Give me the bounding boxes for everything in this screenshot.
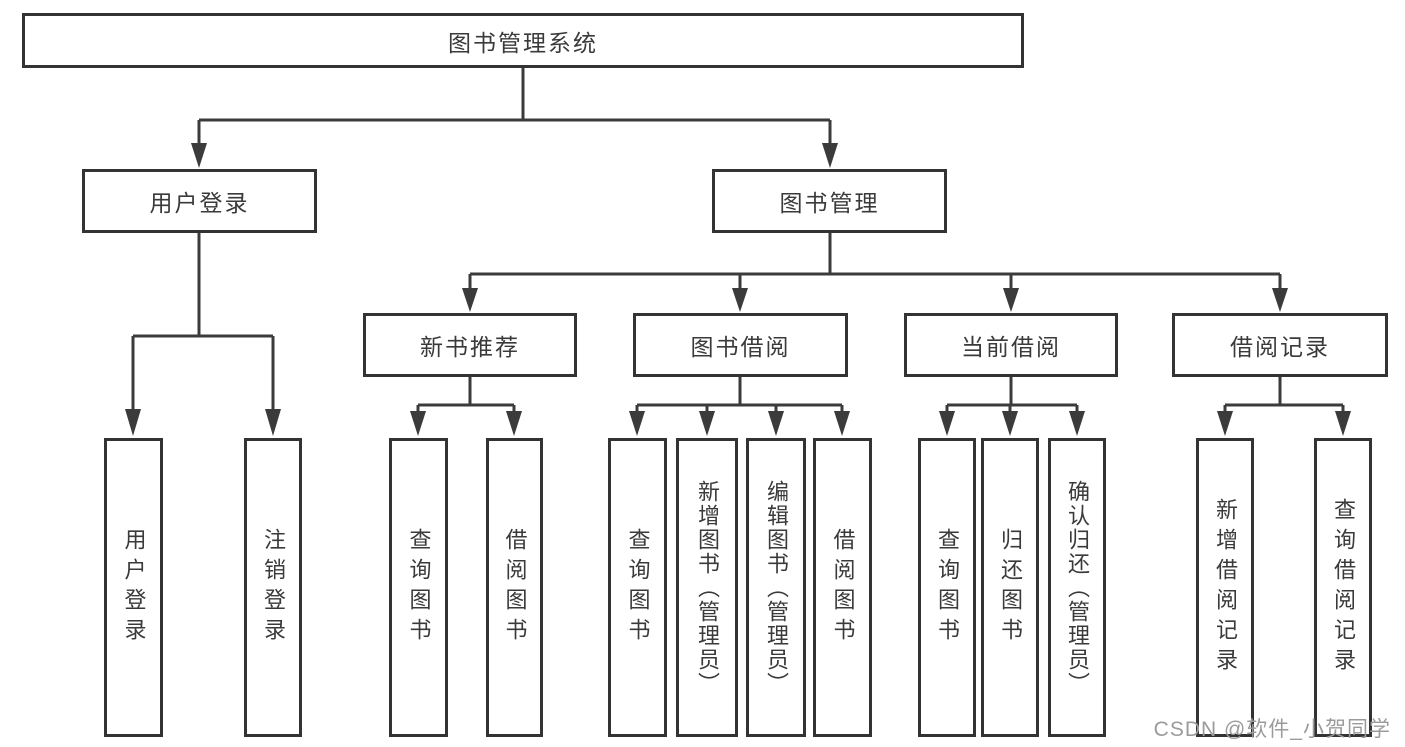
node-current-borrowing-label: 当前借阅 — [961, 334, 1061, 360]
leaf-user-login-label: 用户登录 — [121, 527, 147, 648]
node-new-book-recommend: 新书推荐 — [363, 313, 577, 377]
leaf-borrowing-add-books: 新增图书（管理员） — [676, 438, 738, 737]
leaf-user-login: 用户登录 — [104, 438, 163, 737]
node-user-login: 用户登录 — [82, 169, 317, 233]
leaf-current-query-books-label: 查询图书 — [935, 527, 960, 648]
leaf-current-return-books-label: 归还图书 — [998, 527, 1023, 648]
node-borrowing-records: 借阅记录 — [1172, 313, 1388, 377]
leaf-current-return-books: 归还图书 — [981, 438, 1039, 737]
node-borrowing-records-label: 借阅记录 — [1230, 334, 1330, 360]
node-book-management-label: 图书管理 — [779, 190, 880, 216]
node-current-borrowing: 当前借阅 — [904, 313, 1118, 377]
node-root: 图书管理系统 — [22, 13, 1024, 68]
leaf-records-add-record: 新增借阅记录 — [1196, 438, 1254, 737]
leaf-logout-label: 注销登录 — [261, 527, 286, 648]
leaf-current-confirm-return-label: 确认归还（管理员） — [1065, 479, 1090, 696]
leaf-records-query-record: 查询借阅记录 — [1314, 438, 1372, 737]
leaf-borrowing-edit-books-label: 编辑图书（管理员） — [764, 479, 789, 696]
leaf-recommend-borrow-books-label: 借阅图书 — [502, 527, 528, 648]
leaf-recommend-borrow-books: 借阅图书 — [486, 438, 543, 737]
leaf-borrowing-edit-books: 编辑图书（管理员） — [746, 438, 806, 737]
node-root-label: 图书管理系统 — [448, 29, 598, 56]
leaf-borrowing-query-books: 查询图书 — [608, 438, 667, 737]
node-new-book-recommend-label: 新书推荐 — [420, 334, 520, 360]
leaf-records-query-record-label: 查询借阅记录 — [1331, 497, 1356, 678]
leaf-borrowing-borrow-books: 借阅图书 — [813, 438, 872, 737]
leaf-borrowing-add-books-label: 新增图书（管理员） — [695, 479, 720, 696]
leaf-logout: 注销登录 — [244, 438, 302, 737]
node-book-borrowing: 图书借阅 — [633, 313, 848, 377]
node-book-management: 图书管理 — [712, 169, 947, 233]
watermark: CSDN @软件_小贺同学 — [1153, 718, 1391, 741]
node-user-login-label: 用户登录 — [149, 190, 250, 216]
leaf-recommend-query-books: 查询图书 — [389, 438, 448, 737]
leaf-borrowing-borrow-books-label: 借阅图书 — [830, 527, 856, 648]
leaf-current-confirm-return: 确认归还（管理员） — [1048, 438, 1106, 737]
leaf-records-add-record-label: 新增借阅记录 — [1213, 497, 1238, 678]
leaf-current-query-books: 查询图书 — [918, 438, 976, 737]
leaf-borrowing-query-books-label: 查询图书 — [625, 527, 651, 648]
leaf-recommend-query-books-label: 查询图书 — [406, 527, 432, 648]
node-book-borrowing-label: 图书借阅 — [690, 334, 791, 360]
